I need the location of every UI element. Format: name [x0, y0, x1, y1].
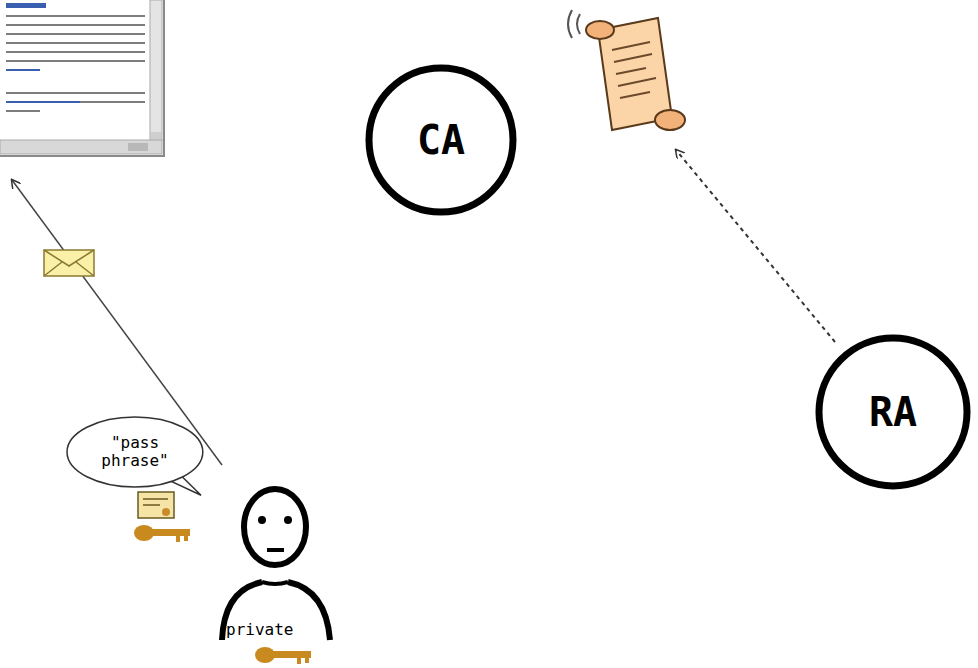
- person-eye: [284, 516, 292, 524]
- person-mouth: [267, 548, 284, 552]
- speech-bubble: "pass phrase": [66, 416, 204, 488]
- issue-arrow: [676, 150, 835, 342]
- person-figure: [222, 489, 330, 640]
- ra-circle: RA: [815, 334, 971, 490]
- envelope-icon: [44, 250, 94, 276]
- person-eye: [258, 516, 266, 524]
- key-label: private: [226, 620, 293, 639]
- certificate-scroll: [568, 10, 685, 130]
- node-text: CA: [417, 117, 465, 163]
- private-key-icon: [255, 647, 311, 664]
- ca-circle: CA: [365, 64, 517, 216]
- certificate-key-icon: [134, 492, 190, 542]
- node-text: "pass phrase": [92, 434, 178, 469]
- node-text: RA: [869, 389, 917, 435]
- browser-window: [0, 0, 164, 156]
